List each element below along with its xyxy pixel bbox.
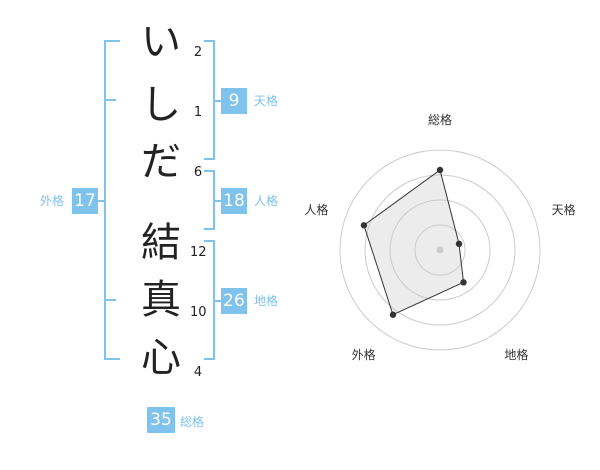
chikaku-bracket-top: [204, 240, 215, 242]
soukaku-value-badge: 35: [147, 407, 175, 433]
jinkaku-bracket-bottom: [204, 228, 215, 230]
radar-ring-2: [389, 199, 491, 301]
stroke-count-3: 6: [193, 165, 203, 180]
radar-ring-1: [414, 224, 466, 276]
gaikaku-bracket-vertical: [104, 40, 106, 360]
stroke-count-1: 2: [193, 45, 203, 60]
radar-axis-label-4: 外格: [352, 347, 376, 362]
radar-point-5: [360, 222, 368, 229]
tenkaku-connector: [215, 100, 221, 102]
chikaku-label: 地格: [254, 294, 279, 308]
stroke-count-5: 10: [190, 305, 207, 320]
chikaku-value-badge: 26: [221, 288, 247, 314]
radar-axis-label-2: 天格: [552, 202, 576, 217]
stroke-count-6: 4: [193, 365, 203, 380]
tenkaku-bracket-top: [204, 40, 215, 42]
radar-point-3: [460, 279, 467, 286]
radar-point-1: [436, 166, 444, 174]
jinkaku-value-badge: 18: [221, 188, 247, 214]
gaikaku-bracket-bottom: [104, 358, 120, 360]
stroke-count-2: 1: [193, 105, 203, 120]
tenkaku-bracket-bottom: [204, 158, 215, 160]
gaikaku-tick-1: [104, 99, 116, 101]
radar-axis-label-1: 総格: [428, 112, 452, 127]
name-char-3: だ: [141, 139, 181, 185]
radar-ring-3: [364, 174, 516, 326]
name-char-5: 真: [141, 277, 181, 323]
name-char-2: し: [141, 82, 181, 128]
jinkaku-connector: [215, 200, 221, 202]
radar-point-4: [389, 311, 397, 318]
radar-point-2: [455, 240, 463, 248]
gaikaku-value-badge: 17: [72, 188, 98, 214]
gaikaku-label: 外格: [40, 194, 65, 208]
radar-axis-label-5: 人格: [304, 202, 328, 217]
jinkaku-bracket-top: [204, 170, 215, 172]
tenkaku-bracket-vertical: [213, 40, 215, 160]
radar-center-dot: [436, 246, 444, 254]
soukaku-label: 総格: [180, 415, 205, 429]
tenkaku-value-badge: 9: [221, 88, 247, 114]
name-char-4: 結: [141, 220, 181, 266]
radar-axis-label-3: 地格: [504, 347, 528, 362]
radar-series-polygon: [363, 169, 465, 316]
name-char-1: い: [141, 19, 181, 65]
chikaku-connector: [215, 300, 221, 302]
name-char-6: 心: [141, 335, 181, 381]
chikaku-bracket-vertical: [213, 240, 215, 360]
jinkaku-label: 人格: [254, 194, 279, 208]
tenkaku-label: 天格: [254, 94, 279, 108]
gaikaku-tick-2: [104, 299, 116, 301]
gaikaku-connector: [98, 200, 104, 202]
jinkaku-bracket-vertical: [213, 170, 215, 230]
stroke-count-4: 12: [190, 245, 207, 260]
chikaku-bracket-bottom: [204, 358, 215, 360]
gaikaku-bracket-top: [104, 40, 120, 42]
